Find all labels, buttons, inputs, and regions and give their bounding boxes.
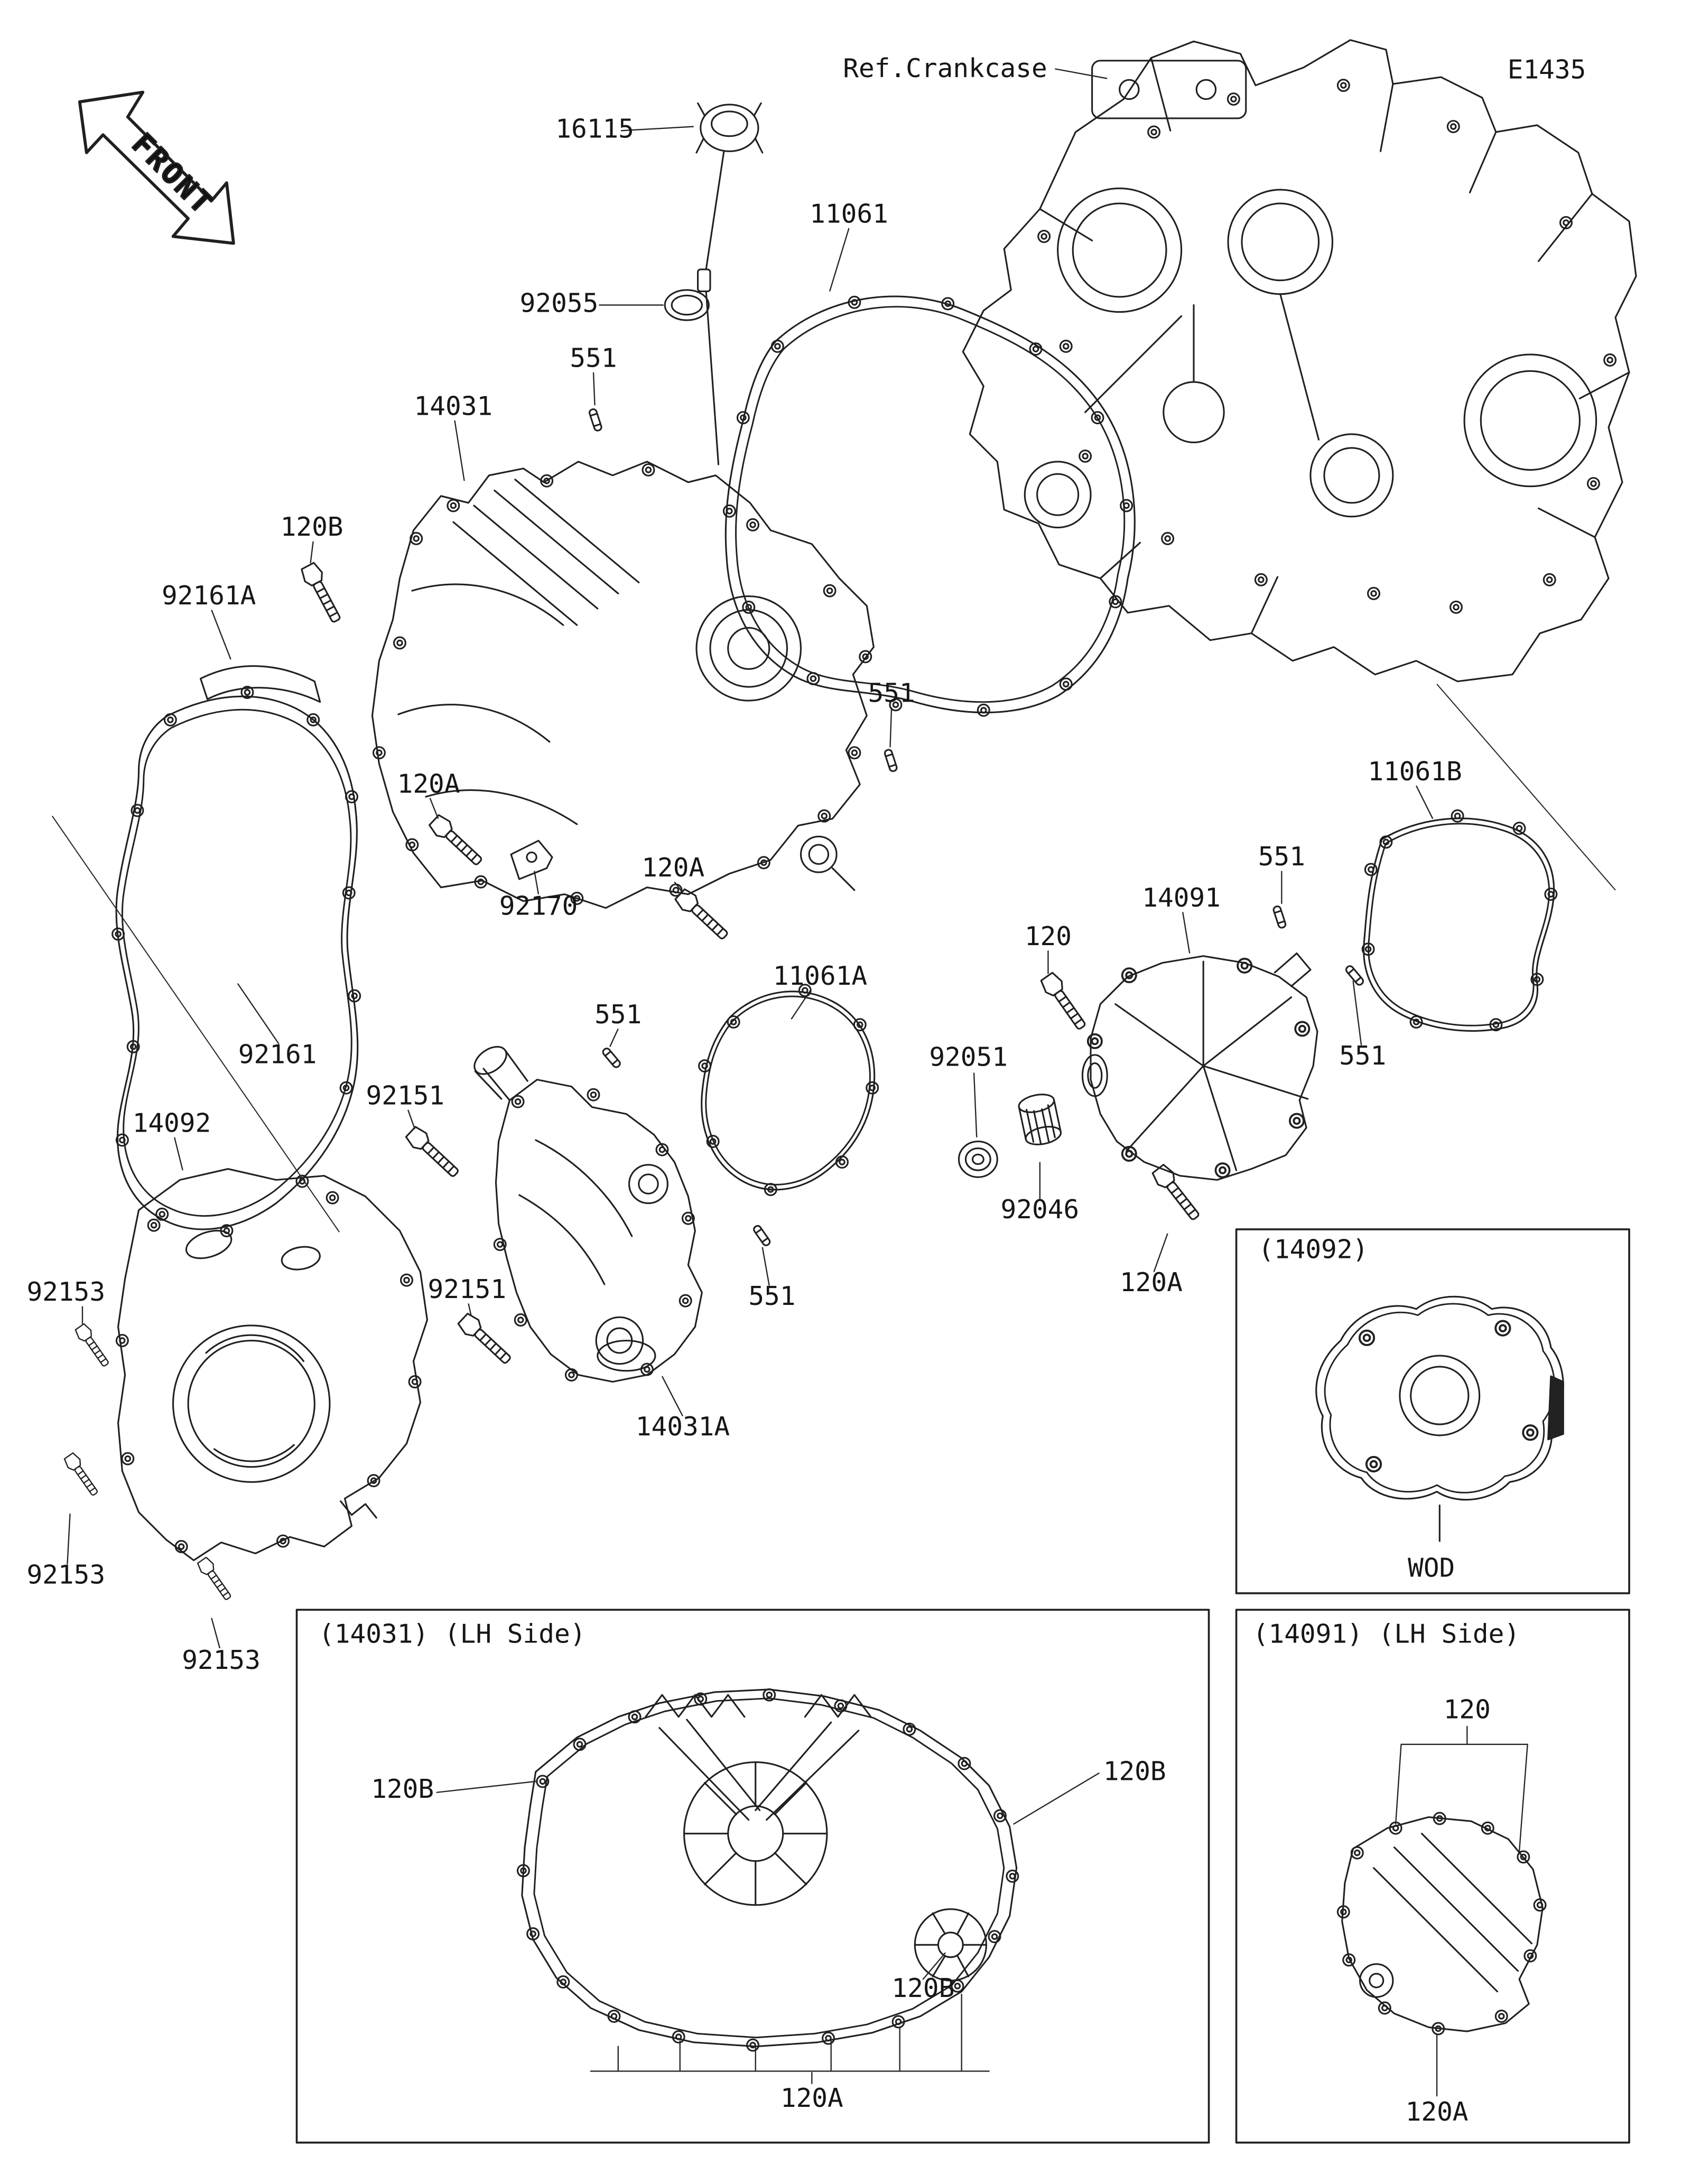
callout-120A-1: 120A [397, 768, 460, 799]
front-direction-arrow: FRONT [78, 90, 235, 245]
cover-14091-drawing [1081, 952, 1318, 1181]
dowel-pin-551 [751, 1224, 772, 1248]
inset-14091-lh [1235, 1609, 1630, 2144]
callout-14031: 14031 [414, 390, 493, 421]
screw-92153 [73, 1322, 113, 1370]
inset-callout-120A: 120A [1406, 2096, 1469, 2127]
dowel-pin-551 [883, 748, 899, 773]
inset-callout-120A-bottom: 120A [781, 2083, 843, 2113]
callout-120A-2: 120A [642, 852, 704, 883]
callout-14031A: 14031A [636, 1411, 730, 1442]
callout-92153-3: 92153 [182, 1645, 261, 1675]
callout-551-3: 551 [594, 999, 642, 1030]
callout-11061B: 11061B [1368, 756, 1462, 787]
dowel-pin-551 [601, 1046, 622, 1070]
bolt-120B [298, 561, 346, 626]
screw-92153 [62, 1451, 102, 1499]
inset-14092-part-drawing [1315, 1295, 1564, 1542]
callout-92051: 92051 [929, 1042, 1008, 1072]
bolt-120A [672, 886, 733, 945]
crankcase-drawing [962, 39, 1637, 683]
o-ring-92055-drawing [664, 289, 710, 321]
callout-551-4: 551 [748, 1281, 795, 1311]
inset-14091-brackets [1395, 1725, 1528, 2097]
engine-cover-14031-drawing [371, 290, 875, 909]
callout-92170: 92170 [499, 891, 578, 921]
callout-92153-1: 92153 [26, 1276, 105, 1307]
oil-seal-92051-drawing [958, 1141, 998, 1178]
callout-92151-1: 92151 [366, 1080, 445, 1110]
callout-92153-2: 92153 [26, 1560, 105, 1590]
inset-14091-title: (14091) (LH Side) [1253, 1618, 1520, 1649]
page-code: E1435 [1508, 54, 1586, 85]
callout-120B: 120B [281, 511, 343, 542]
inset-callout-120B-right: 120B [1103, 1756, 1166, 1786]
callout-551-6: 551 [1339, 1040, 1386, 1071]
inset-14031-brackets [436, 1772, 1100, 2085]
clamp-92170-drawing [510, 839, 553, 880]
seal-92161A-drawing [199, 665, 321, 703]
bolt-92151 [403, 1124, 463, 1182]
construction-lines [51, 684, 1616, 1233]
inset-14091-part-drawing [1336, 1812, 1547, 2036]
callout-92161: 92161 [238, 1039, 317, 1069]
callout-14092: 14092 [133, 1107, 211, 1138]
gasket-92161-drawing [112, 686, 361, 1238]
inset-14031-part-drawing [516, 1688, 1019, 2052]
bolt-120 [1038, 970, 1091, 1034]
inset-14031-lh [295, 1609, 1210, 2144]
dowel-pin-551 [1344, 964, 1365, 987]
bearing-92046-drawing [1018, 1094, 1062, 1145]
outer-cover-14092-drawing [115, 1168, 429, 1561]
callout-120: 120 [1025, 921, 1072, 951]
callout-11061A: 11061A [773, 960, 867, 991]
bolt-92151 [456, 1311, 516, 1369]
callout-551-1: 551 [570, 342, 617, 373]
callout-551-5: 551 [1258, 841, 1305, 872]
leader-lines [67, 68, 1434, 1649]
water-pump-cover-14031A-drawing [473, 1046, 703, 1383]
callout-92161A: 92161A [162, 580, 256, 611]
gasket-11061A-drawing [698, 984, 879, 1197]
inset-14092-title: (14092) [1258, 1234, 1368, 1265]
gasket-11061-drawing [722, 295, 1136, 717]
callout-120A-3: 120A [1120, 1267, 1183, 1298]
inset-14031-title: (14031) (LH Side) [319, 1618, 586, 1649]
inset-callout-120: 120 [1444, 1694, 1491, 1724]
gasket-11061B-drawing [1361, 809, 1558, 1032]
callout-92055: 92055 [520, 287, 599, 318]
oil-filler-cap-16115-drawing [695, 102, 764, 293]
inset-callout-120B-left: 120B [371, 1774, 434, 1804]
callout-551-2: 551 [868, 678, 915, 708]
bolt-120A [1149, 1162, 1205, 1225]
inset-callout-120B-bottom: 120B [891, 1973, 954, 2003]
screw-92153 [195, 1555, 235, 1603]
dowel-pin-551 [588, 407, 603, 433]
callout-16115: 16115 [555, 113, 634, 144]
bolt-120A [426, 812, 487, 870]
callout-92046: 92046 [1001, 1194, 1080, 1225]
front-label: FRONT [126, 127, 221, 222]
dowel-pin-551 [1271, 904, 1287, 930]
ref-crankcase-label: Ref.Crankcase [843, 53, 1047, 83]
callout-14091: 14091 [1142, 882, 1221, 913]
callout-11061: 11061 [810, 199, 888, 229]
inset-14092-caption: WOD [1408, 1553, 1455, 1583]
callout-92151-2: 92151 [428, 1274, 507, 1304]
inset-14092 [1235, 1228, 1630, 1594]
